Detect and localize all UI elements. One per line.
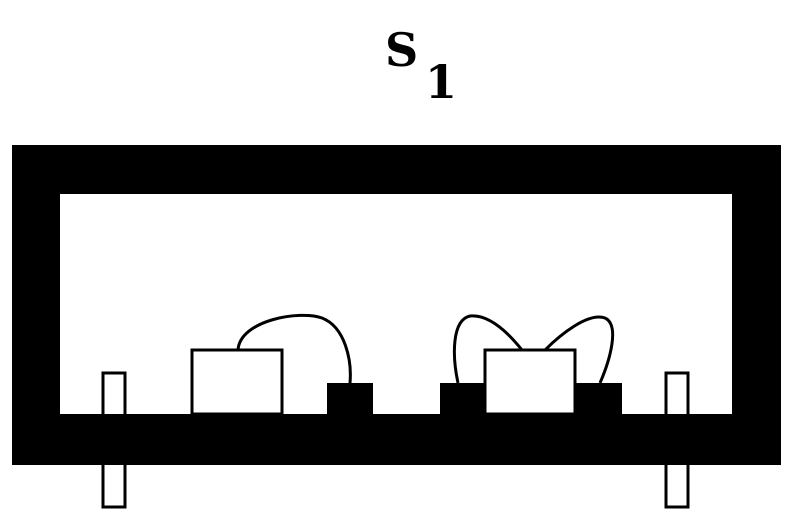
left-die — [190, 348, 284, 416]
bond-pad-1 — [327, 383, 373, 415]
diagram-title-subscript: 1 — [425, 55, 457, 109]
enclosure-top-wall — [12, 145, 781, 194]
bond-pad-2 — [440, 383, 486, 415]
enclosure-right-wall — [732, 145, 781, 465]
substrate-base-overlay — [12, 414, 781, 465]
right-die — [483, 348, 577, 416]
bond-wire-right-die-right — [543, 315, 615, 384]
bond-wire-left-die — [236, 313, 352, 384]
enclosure-left-wall — [12, 145, 60, 465]
bond-wire-right-die-left — [452, 314, 524, 384]
diagram-title-letter: S — [385, 23, 418, 77]
bond-pad-3 — [576, 383, 622, 415]
